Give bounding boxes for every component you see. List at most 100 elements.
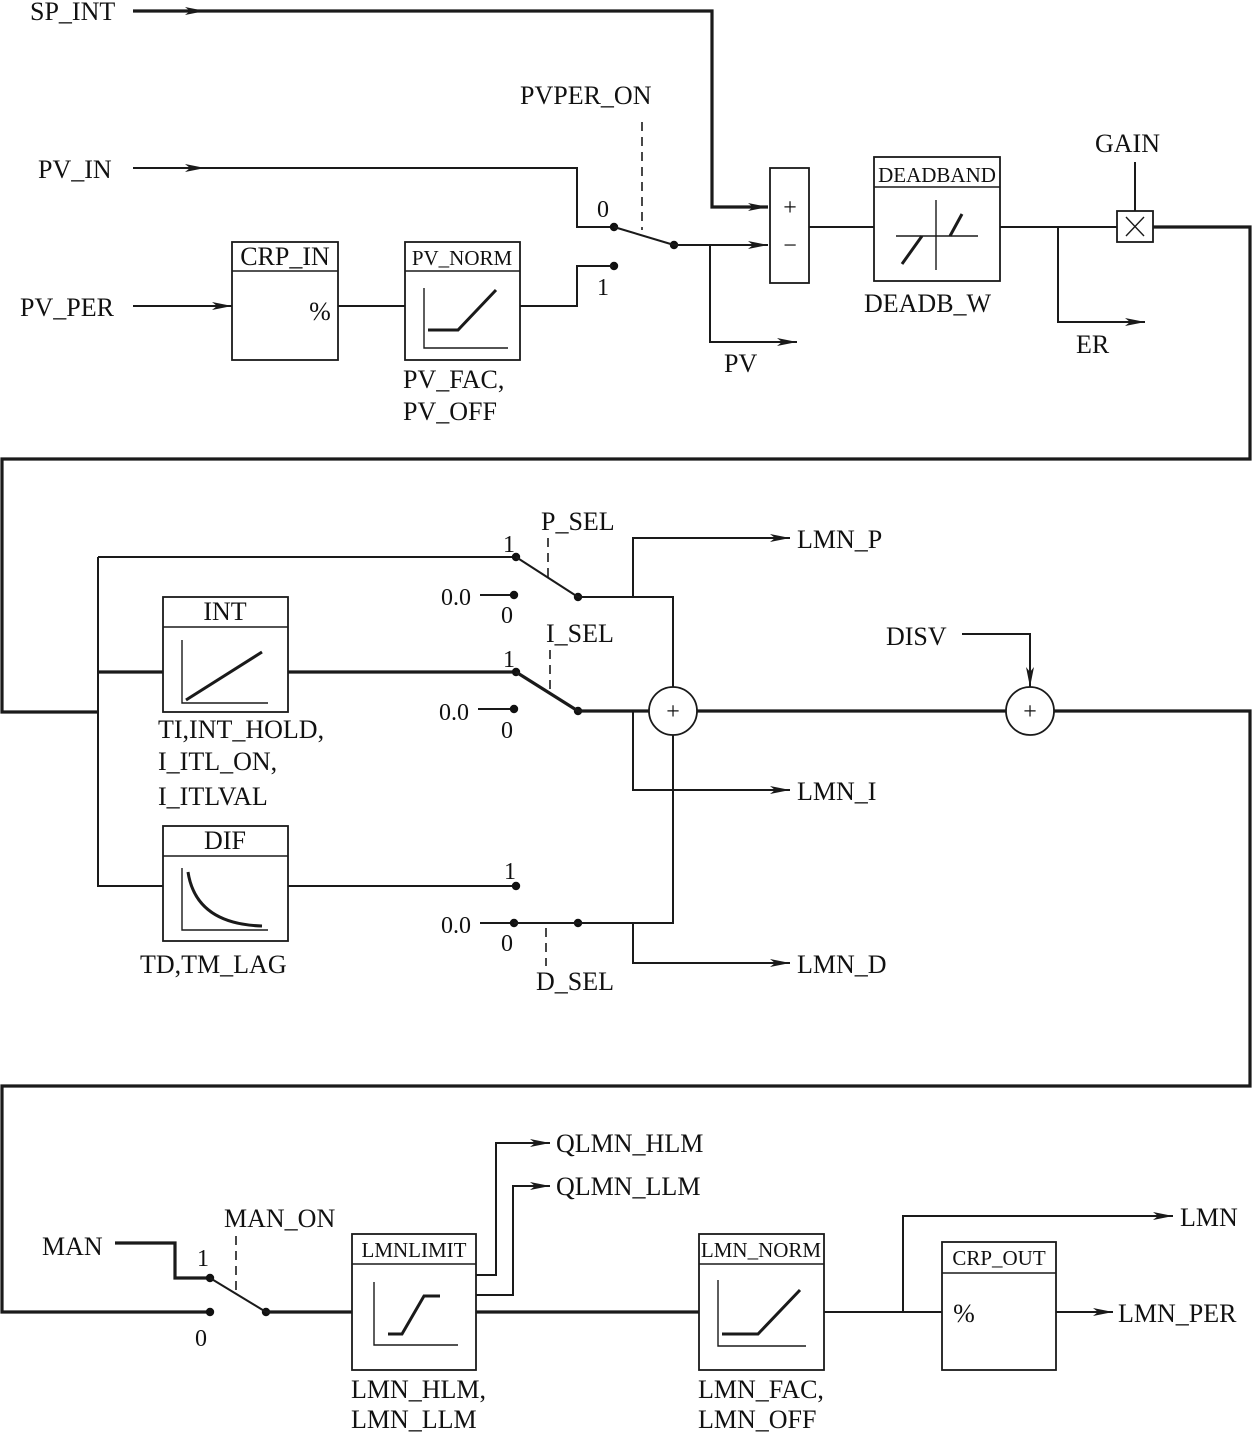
disv-to-manual-wire	[0, 709, 1252, 1314]
pv-norm-param-1: PV_FAC,	[403, 365, 504, 394]
lmn-norm-param-2: LMN_OFF	[698, 1405, 816, 1434]
pv-norm-block: PV_NORM	[404, 241, 521, 361]
qlmn-llm-label: QLMN_LLM	[556, 1172, 700, 1201]
sp-int-label: SP_INT	[30, 0, 115, 26]
deadband-title: DEADBAND	[878, 163, 996, 187]
summer-minus-sign: −	[783, 233, 797, 259]
deadb-w-label: DEADB_W	[864, 289, 992, 318]
p-to-sum-wire	[578, 596, 674, 687]
lmn-d-output-wire	[632, 923, 790, 967]
pv-per-label: PV_PER	[20, 293, 115, 322]
multiply-icon	[1125, 216, 1145, 237]
lmnlimit-curve	[388, 1294, 440, 1336]
d-switch-1: 1	[504, 859, 516, 885]
disv-summing-junction: +	[1005, 686, 1055, 736]
man-label: MAN	[42, 1232, 103, 1261]
int-block: INT	[162, 596, 289, 713]
int-curve	[185, 650, 263, 702]
crp-out-percent: %	[953, 1299, 975, 1328]
man-on-label: MAN_ON	[224, 1204, 335, 1233]
dif-block: DIF	[162, 825, 289, 942]
qlmn-hlm-wire	[476, 1139, 550, 1276]
pv-norm-to-switch-wire	[520, 265, 613, 307]
deadband-block: DEADBAND	[873, 156, 1001, 282]
p-zero-value: 0.0	[441, 585, 471, 611]
disv-label: DISV	[886, 622, 947, 651]
pvper-on-label: PVPER_ON	[520, 81, 652, 110]
pv-in-label: PV_IN	[38, 155, 112, 184]
qlmn-llm-wire	[476, 1182, 550, 1296]
deadband-axes	[896, 200, 978, 270]
lmnlimit-param-2: LMN_LLM	[351, 1405, 477, 1434]
pv-output-wire	[709, 245, 797, 346]
int-param-1: TI,INT_HOLD,	[158, 715, 324, 744]
lmn-output-wire	[902, 1212, 1173, 1312]
lmn-label: LMN	[1180, 1203, 1238, 1232]
pv-norm-title: PV_NORM	[412, 246, 513, 270]
d-to-sum-wire	[578, 735, 674, 924]
man-switch-1: 1	[197, 1246, 209, 1272]
deadband-curve	[900, 213, 964, 265]
lmn-norm-curve	[722, 1288, 802, 1336]
gain-label: GAIN	[1095, 129, 1160, 158]
lmnlimit-title: LMNLIMIT	[362, 1238, 467, 1262]
i-switch-blade	[515, 670, 579, 713]
pv-switch-blade	[613, 226, 675, 246]
lmn-i-output-wire	[632, 711, 790, 794]
dif-axes	[181, 868, 268, 931]
i-switch-0: 0	[501, 718, 513, 744]
summer-plus-sign: +	[783, 195, 797, 221]
pv-switch-1: 1	[597, 275, 609, 301]
lmn-norm-title: LMN_NORM	[701, 1238, 822, 1262]
lmn-norm-axes	[717, 1280, 806, 1347]
lmnlimit-block: LMNLIMIT	[351, 1233, 477, 1371]
er-output-label: ER	[1076, 330, 1110, 359]
lmn-per-label: LMN_PER	[1118, 1299, 1237, 1328]
d-switch-contact-1	[511, 881, 521, 891]
crp-in-block: CRP_IN %	[231, 241, 339, 361]
pid-summing-junction: +	[648, 686, 698, 736]
crp-out-block: CRP_OUT %	[941, 1241, 1057, 1371]
pv-norm-axes	[423, 288, 508, 349]
disv-wire	[962, 633, 1034, 687]
int-param-3: I_ITLVAL	[158, 782, 268, 811]
i-switch-contact-0	[509, 704, 519, 714]
man-wire	[115, 1241, 210, 1280]
crp-out-title: CRP_OUT	[952, 1246, 1046, 1270]
pv-norm-curve	[428, 288, 498, 332]
p-switch-blade	[515, 556, 579, 598]
pv-switch-contact-1	[609, 261, 619, 271]
p-switch-1: 1	[503, 532, 515, 558]
lmn-i-label: LMN_I	[797, 777, 876, 806]
i-switch-1: 1	[503, 647, 515, 673]
lmnlimit-axes	[373, 1282, 458, 1346]
lmnlimit-param-1: LMN_HLM,	[351, 1375, 486, 1404]
disv-sum-plus-sign: +	[1023, 699, 1037, 725]
crp-in-title: CRP_IN	[240, 242, 330, 271]
i-zero-value: 0.0	[439, 700, 469, 726]
pid-sum-plus-sign: +	[666, 699, 680, 725]
p-sel-label: P_SEL	[541, 507, 615, 536]
sp-int-wire	[133, 9, 768, 209]
int-title: INT	[203, 597, 246, 626]
gain-to-pid-wire	[0, 225, 1252, 714]
pid-distribution-bus	[97, 557, 163, 887]
pv-in-wire	[133, 167, 613, 228]
pv-output-label: PV	[724, 349, 757, 378]
p-switch-contact-0	[509, 590, 519, 600]
dif-curve	[186, 871, 263, 928]
d-sel-label: D_SEL	[536, 967, 614, 996]
crp-in-percent: %	[309, 297, 331, 326]
man-switch-contact-0	[205, 1307, 215, 1317]
dif-param: TD,TM_LAG	[140, 950, 287, 979]
lmn-p-output-wire	[632, 534, 790, 597]
lmn-p-label: LMN_P	[797, 525, 882, 554]
setpoint-summing-junction: + −	[769, 167, 810, 284]
pv-norm-param-2: PV_OFF	[403, 397, 497, 426]
d-zero-value: 0.0	[441, 913, 471, 939]
er-output-wire	[1057, 227, 1145, 326]
gain-multiplier	[1116, 210, 1154, 243]
d-switch-0: 0	[501, 931, 513, 957]
lmn-norm-block: LMN_NORM	[698, 1233, 825, 1371]
